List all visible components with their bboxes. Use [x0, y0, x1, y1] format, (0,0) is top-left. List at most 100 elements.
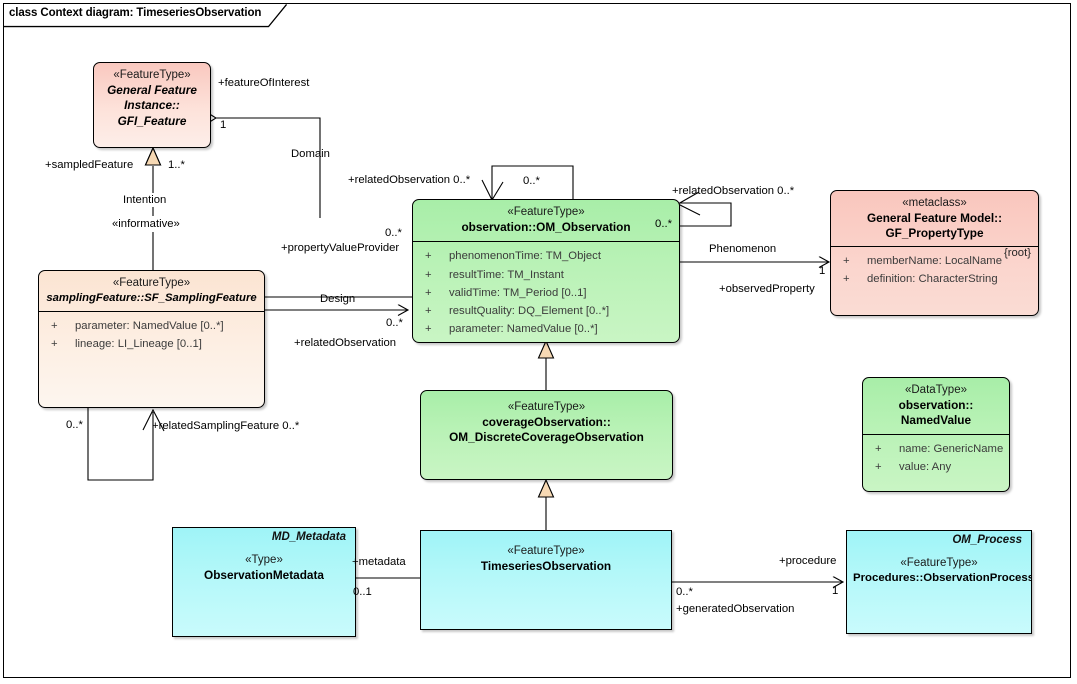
attribute-visibility: +	[425, 250, 432, 263]
class-namedvalue-attributes: + name: GenericName + value: Any	[863, 435, 1009, 483]
class-om-observation[interactable]: «FeatureType» observation::OM_Observatio…	[412, 199, 680, 343]
label-metadata: +metadata	[352, 556, 406, 568]
class-namedvalue-name-2: NamedValue	[900, 413, 972, 428]
attribute-visibility: +	[425, 268, 432, 281]
class-observationprocess-top-label: OM_Process	[952, 534, 1022, 546]
attribute-visibility: +	[875, 460, 882, 473]
label-sampledfeature-multiplicity: 1..*	[168, 159, 185, 171]
attribute-row: + resultTime: TM_Instant	[417, 266, 675, 284]
label-relatedobservation-right: +relatedObservation 0..*	[672, 185, 795, 197]
class-om-observation-stereotype: «FeatureType»	[507, 206, 585, 218]
attribute-text: parameter: NamedValue [0..*]	[75, 319, 224, 332]
attribute-visibility: +	[51, 319, 58, 332]
class-namedvalue[interactable]: «DataType» observation:: NamedValue + nam…	[862, 377, 1010, 492]
class-namedvalue-stereotype: «DataType»	[904, 384, 967, 396]
label-procedure-multiplicity: 1	[832, 585, 839, 597]
class-om-discretecoverageobservation-name-2: OM_DiscreteCoverageObservation	[449, 430, 644, 445]
class-observationprocess-name: Procedures::ObservationProcess	[853, 571, 1032, 584]
attribute-visibility: +	[875, 442, 882, 455]
class-gfi-feature-name-2: Instance::	[124, 98, 180, 113]
class-gf-propertytype-attributes: + memberName: LocalName + definition: Char…	[831, 247, 1038, 295]
attribute-row: + lineage: LI_Lineage [0..1]	[43, 335, 260, 353]
attribute-row: + phenomenonTime: TM_Object	[417, 247, 675, 265]
label-design: Design	[320, 293, 356, 305]
label-observedproperty: +observedProperty	[719, 283, 815, 295]
class-timeseriesobservation-name: TimeseriesObservation	[480, 558, 612, 573]
attribute-text: lineage: LI_Lineage [0..1]	[75, 337, 202, 350]
label-observedproperty-multiplicity: 1	[819, 265, 826, 277]
class-timeseriesobservation[interactable]: «FeatureType» TimeseriesObservation	[420, 530, 672, 630]
label-relatedsamplingfeature-multiplicity: 0..*	[66, 419, 83, 431]
attribute-row: + parameter: NamedValue [0..*]	[417, 320, 675, 338]
attribute-row: + definition: CharacterString	[835, 270, 1034, 288]
class-om-discretecoverageobservation-name-1: coverageObservation::	[482, 414, 611, 429]
class-gfi-feature-stereotype: «FeatureType»	[113, 69, 191, 81]
class-om-discretecoverageobservation-header: «FeatureType» coverageObservation:: OM_D…	[421, 391, 672, 451]
attribute-text: validTime: TM_Period [0..1]	[449, 286, 587, 299]
attribute-row: + parameter: NamedValue [0..*]	[43, 317, 260, 335]
class-sf-samplingfeature-stereotype: «FeatureType»	[112, 277, 191, 289]
attribute-visibility: +	[425, 305, 432, 318]
label-procedure: +procedure	[779, 555, 837, 567]
class-gf-propertytype-name-1: General Feature Model::	[866, 210, 1003, 225]
class-observationprocess-header: «FeatureType» Procedures::ObservationPro…	[847, 546, 1031, 591]
attribute-text: definition: CharacterString	[867, 272, 998, 285]
attribute-text: memberName: LocalName	[867, 254, 1002, 267]
attribute-row: + memberName: LocalName	[835, 252, 1034, 270]
class-namedvalue-name-1: observation::	[898, 397, 974, 412]
label-intention: Intention	[123, 194, 167, 206]
attribute-text: value: Any	[899, 460, 952, 473]
class-gfi-feature-header: «FeatureType» General Feature Instance::…	[94, 63, 210, 134]
attribute-text: resultQuality: DQ_Element [0..*]	[449, 305, 610, 318]
attribute-text: phenomenonTime: TM_Object	[449, 250, 601, 263]
class-gf-propertytype-header: «metaclass» General Feature Model:: GF_P…	[831, 191, 1038, 259]
label-featureofinterest-multiplicity: 1	[220, 119, 227, 131]
attribute-row: + name: GenericName	[867, 440, 1005, 458]
attribute-row: + validTime: TM_Period [0..1]	[417, 284, 675, 302]
class-sf-samplingfeature-header: «FeatureType» samplingFeature::SF_Sampli…	[39, 271, 264, 312]
class-observationmetadata-header: «Type» ObservationMetadata	[173, 543, 355, 588]
class-sf-samplingfeature[interactable]: «FeatureType» samplingFeature::SF_Sampli…	[38, 270, 265, 408]
label-generatedobservation: +generatedObservation	[676, 603, 795, 615]
class-observationprocess[interactable]: OM_Process «FeatureType» Procedures::Obs…	[846, 530, 1032, 634]
class-observationmetadata-name: ObservationMetadata	[204, 567, 324, 582]
class-observationmetadata[interactable]: MD_Metadata «Type» ObservationMetadata	[172, 527, 356, 637]
class-om-discretecoverageobservation[interactable]: «FeatureType» coverageObservation:: OM_D…	[420, 390, 673, 480]
attribute-row: + value: Any	[867, 458, 1005, 476]
label-metadata-multiplicity: 0..1	[353, 586, 372, 598]
attribute-visibility: +	[51, 337, 58, 350]
label-relatedobservation-design-multiplicity: 0..*	[386, 317, 403, 329]
label-generatedobservation-multiplicity: 0..*	[676, 586, 693, 598]
attribute-text: resultTime: TM_Instant	[449, 268, 564, 281]
label-sampledfeature: +sampledFeature	[45, 159, 134, 171]
class-timeseriesobservation-stereotype: «FeatureType»	[507, 545, 585, 557]
class-gfi-feature[interactable]: «FeatureType» General Feature Instance::…	[93, 62, 211, 148]
label-featureofinterest: +featureOfInterest	[218, 77, 310, 89]
class-gf-propertytype[interactable]: «metaclass» General Feature Model:: GF_P…	[830, 190, 1039, 316]
attribute-row: + resultQuality: DQ_Element [0..*]	[417, 302, 675, 320]
class-sf-samplingfeature-attributes: + parameter: NamedValue [0..*] + lineage: …	[39, 312, 264, 360]
class-om-observation-name: observation::OM_Observation	[461, 219, 631, 234]
attribute-visibility: +	[425, 286, 432, 299]
class-observationmetadata-top-label: MD_Metadata	[271, 531, 346, 543]
class-gf-propertytype-stereotype: «metaclass»	[902, 197, 967, 209]
label-relatedobservation-design: +relatedObservation	[294, 337, 397, 349]
class-observationprocess-stereotype: «FeatureType»	[900, 557, 978, 569]
label-relatedsamplingfeature: +relatedSamplingFeature 0..*	[152, 420, 300, 432]
attribute-visibility: +	[425, 323, 432, 336]
class-om-observation-header-multiplicity: 0..*	[655, 218, 672, 230]
class-om-observation-attributes: + phenomenonTime: TM_Object + resultTime: …	[413, 242, 679, 342]
attribute-text: name: GenericName	[899, 442, 1004, 455]
attribute-visibility: +	[843, 272, 850, 285]
diagram-title: class Context diagram: TimeseriesObserva…	[9, 7, 262, 19]
label-relatedobservation-top: +relatedObservation 0..*	[348, 174, 471, 186]
class-gfi-feature-name-3: GFI_Feature	[117, 113, 187, 128]
class-gfi-feature-name-1: General Feature	[107, 82, 197, 97]
label-relatedobservation-top-multiplicity: 0..*	[523, 175, 540, 187]
label-domain: Domain	[291, 148, 330, 160]
class-namedvalue-header: «DataType» observation:: NamedValue	[863, 378, 1009, 435]
attribute-text: parameter: NamedValue [0..*]	[449, 323, 598, 336]
class-observationmetadata-stereotype: «Type»	[245, 554, 283, 566]
attribute-visibility: +	[843, 254, 850, 267]
